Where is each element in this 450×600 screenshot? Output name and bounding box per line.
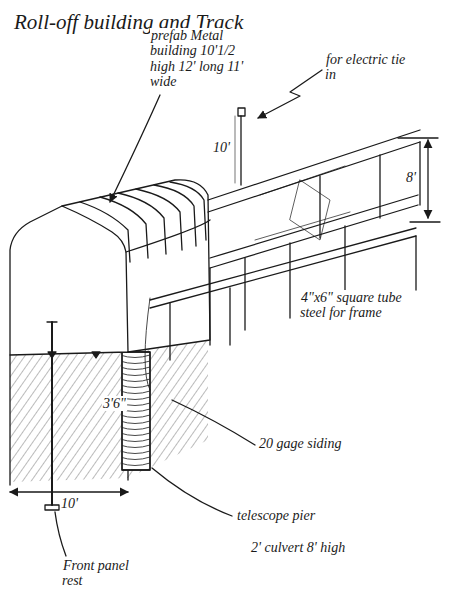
annotation-label: 8' [405,170,427,185]
label-text: 10' [60,496,79,511]
label-text: for electric tie in [325,52,405,82]
annotation-label: 4"x6" square tube steel for frame [300,290,420,321]
annotation-label: Front panel rest [62,558,132,589]
label-text: Front panel rest [62,558,129,588]
label-text: 20 gage siding [258,436,342,451]
annotation-label: 20 gage siding [258,436,388,451]
annotation-label: 3'6" [102,396,142,411]
label-text: 10' [212,140,231,155]
label-text: 2' culvert 8' high [250,540,346,555]
annotation-label: 10' [212,140,242,155]
label-text: telescope pier [236,508,316,523]
annotation-label: for electric tie in [325,52,410,83]
annotation-label: 10' [60,496,90,511]
label-text: 8' [405,170,417,185]
annotation-label: prefab Metal building 10'1/2 high 12' lo… [150,28,245,90]
annotation-label: telescope pier [236,508,366,523]
label-text: 3'6" [102,396,127,411]
label-text: prefab Metal building 10'1/2 high 12' lo… [150,28,243,89]
label-text: 4"x6" square tube steel for frame [300,290,402,320]
annotation-label: 2' culvert 8' high [250,540,400,555]
